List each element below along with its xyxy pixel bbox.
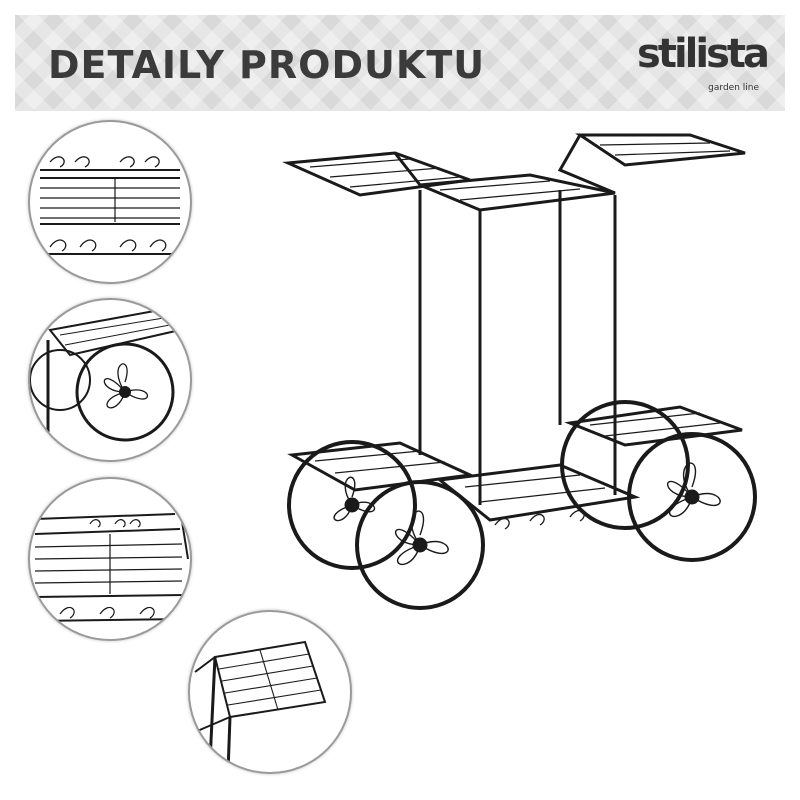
detail-circle-wheel	[28, 298, 192, 462]
corner-shelf-drawing	[194, 640, 327, 772]
detail-circle-corner-shelf	[188, 610, 352, 774]
plant-stand-cart-image	[280, 125, 760, 625]
detail-circle-ornament	[28, 120, 192, 284]
shelf-ornament-drawing	[40, 156, 180, 255]
shelf-grid-drawing	[34, 508, 189, 622]
logo-brand: stilista	[637, 31, 770, 77]
brand-logo: stilista garden line	[637, 29, 770, 94]
bottom-shelves	[287, 405, 743, 522]
wheel-back-left	[287, 440, 417, 570]
top-shelves	[282, 133, 746, 212]
base-ornament	[494, 509, 585, 530]
logo-tagline: garden line	[708, 83, 759, 93]
detail-circle-shelf-grid	[28, 477, 192, 641]
wheel-back-right	[560, 400, 690, 530]
wheel-drawing	[30, 308, 182, 450]
header-banner: DETAILY PRODUKTU stilista garden line	[15, 15, 785, 111]
banner-title: DETAILY PRODUKTU	[48, 43, 486, 87]
wheel-front-right	[627, 432, 757, 562]
legs	[418, 190, 617, 505]
wheel-front-left	[355, 480, 485, 610]
